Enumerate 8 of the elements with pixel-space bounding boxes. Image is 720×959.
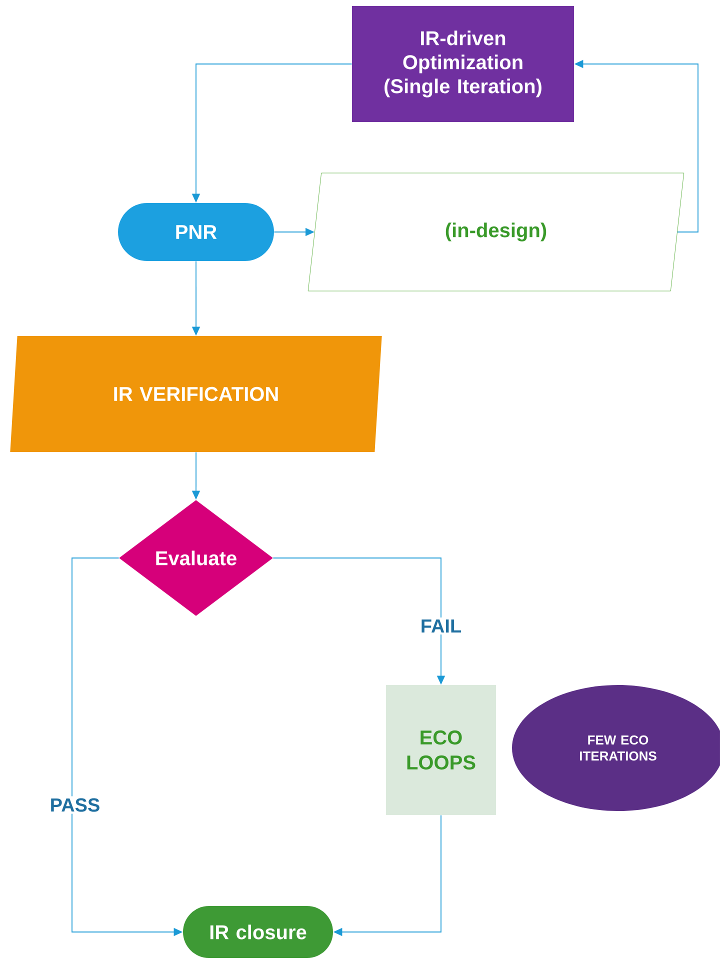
process-box: IR-driven Optimization (Single Iteration) xyxy=(352,6,574,122)
terminal-pill: IR closure xyxy=(183,906,333,958)
process-box: ECO LOOPS xyxy=(386,685,496,815)
edge-label: PASS xyxy=(48,796,102,814)
edge-label: FAIL xyxy=(418,617,464,635)
data-parallelogram: IR VERIFICATION xyxy=(10,336,382,452)
data-parallelogram: (in-design) xyxy=(308,172,684,292)
terminal-pill: PNR xyxy=(118,203,274,261)
